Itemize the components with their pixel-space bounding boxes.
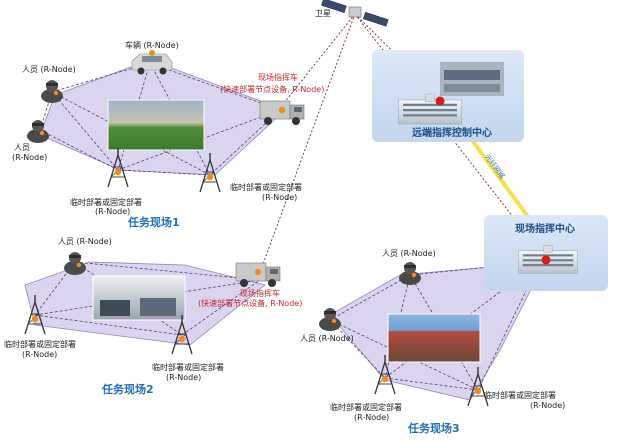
site1-truck-sub: (快速部署节点设备, R-Node) xyxy=(220,84,324,94)
site2-truck-sub: (快速部署节点设备, R-Node) xyxy=(198,298,302,308)
site3-tower-left-sub: (R-Node) xyxy=(354,413,389,422)
remote-center-node-icon xyxy=(435,96,445,106)
site3-crowd-photo xyxy=(387,313,481,363)
site1-tower-left-label: 临时部署或固定部署 xyxy=(70,197,142,207)
site1-vehicle-label: 车辆 (R-Node) xyxy=(125,40,179,50)
site1-person-b-label: 人员 xyxy=(14,143,30,152)
site2-truck-label: 现场指挥车 xyxy=(240,288,280,298)
site1-tower-right-sub: (R-Node) xyxy=(262,193,297,202)
site1-person-b-sub: (R-Node) xyxy=(12,153,47,162)
field-center-node-icon xyxy=(541,255,551,265)
site2-title: 任务现场2 xyxy=(101,382,154,396)
site1-truck-icon xyxy=(259,100,305,126)
field-center-title: 现场指挥中心 xyxy=(515,222,575,235)
site2-person-label: 人员 (R-Node) xyxy=(58,237,112,246)
site3-tower-right-sub: (R-Node) xyxy=(530,401,565,410)
site3-person-top-icon xyxy=(399,262,421,285)
site3-person-left-label: 人员 (R-Node) xyxy=(300,334,354,343)
site3-title: 任务现场3 xyxy=(407,421,460,435)
site3-person-top-label: 人员 (R-Node) xyxy=(382,249,436,258)
site1-stadium-photo xyxy=(107,99,205,151)
site1-title: 任务现场1 xyxy=(127,215,180,229)
site2-tower-left-label: 临时部署或固定部署 xyxy=(4,339,76,349)
site1-person-a-label: 人员 (R-Node) xyxy=(22,65,76,74)
site2-tower-left-sub: (R-Node) xyxy=(22,350,57,359)
site2-tower-right-label: 临时部署或固定部署 xyxy=(152,362,224,372)
fiber-link-label: 光纤网络 xyxy=(483,153,507,181)
site1-tower-right-label: 临时部署或固定部署 xyxy=(230,182,302,192)
site1-person-a-icon xyxy=(41,80,63,103)
satellite-label: 卫星 xyxy=(315,9,331,18)
site1-tower-left-sub: (R-Node) xyxy=(95,207,130,216)
site3-tower-left-label: 临时部署或固定部署 xyxy=(330,402,402,412)
site1-truck-label: 现场指挥车 xyxy=(258,72,298,82)
site2-tower-right-sub: (R-Node) xyxy=(166,373,201,382)
satellite-icon xyxy=(321,0,389,27)
remote-center-title: 远端指挥控制中心 xyxy=(412,126,492,139)
site2-person-icon xyxy=(64,252,86,275)
site3-tower-right-label: 临时部署或固定部署 xyxy=(484,390,556,400)
